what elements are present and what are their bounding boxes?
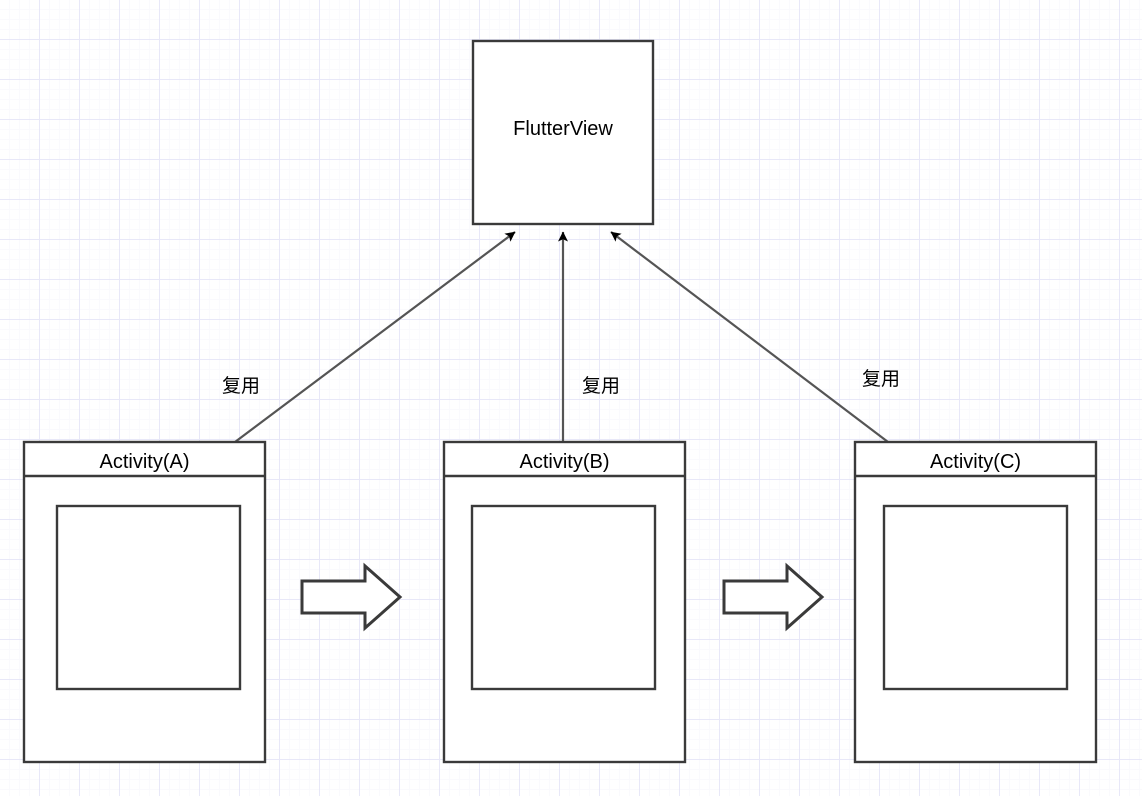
activity-b-inner-view[interactable] <box>470 504 657 691</box>
flutterview-box[interactable] <box>471 39 655 226</box>
activity-c-inner-view[interactable] <box>882 504 1069 691</box>
activity-a-inner-view[interactable] <box>55 504 242 691</box>
flow-arrow-a-to-b-icon <box>300 562 403 632</box>
flow-arrow-b-to-c-icon <box>722 562 825 632</box>
